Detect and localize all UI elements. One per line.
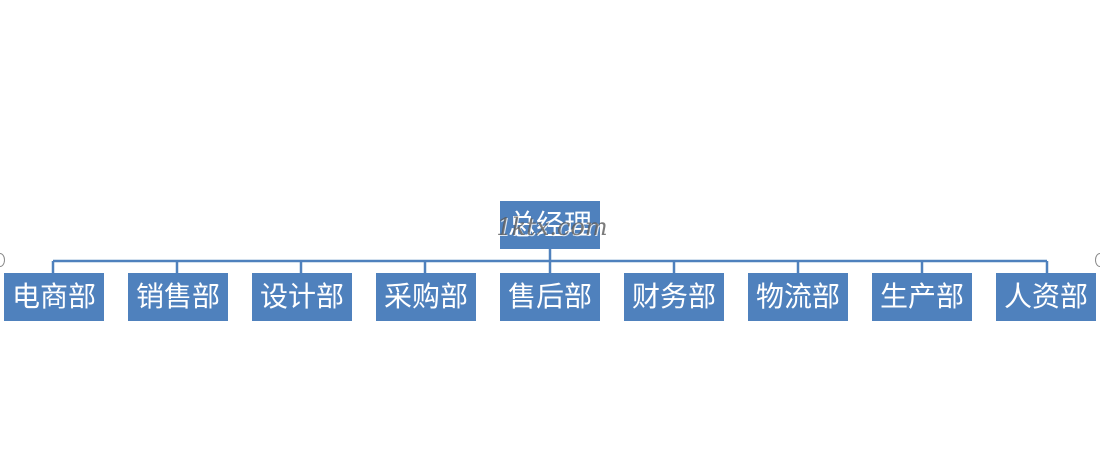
node-dept-procurement[interactable]: 采购部 bbox=[376, 273, 476, 321]
node-label: 采购部 bbox=[383, 280, 468, 313]
node-dept-hr[interactable]: 人资部 bbox=[996, 273, 1096, 321]
node-label: 电商部 bbox=[11, 280, 96, 313]
node-label: 人资部 bbox=[1003, 280, 1088, 313]
node-general-manager[interactable]: 总经理 bbox=[500, 201, 600, 249]
node-dept-sales[interactable]: 销售部 bbox=[128, 273, 228, 321]
right-resize-handle[interactable] bbox=[1095, 253, 1100, 267]
node-dept-production[interactable]: 生产部 bbox=[872, 273, 972, 321]
node-dept-ecommerce[interactable]: 电商部 bbox=[4, 273, 104, 321]
node-label: 财务部 bbox=[631, 280, 716, 313]
node-dept-design[interactable]: 设计部 bbox=[252, 273, 352, 321]
node-label: 总经理 bbox=[507, 208, 592, 241]
node-label: 售后部 bbox=[507, 280, 592, 313]
node-label: 生产部 bbox=[879, 280, 964, 313]
node-label: 物流部 bbox=[755, 280, 840, 313]
node-dept-logistics[interactable]: 物流部 bbox=[748, 273, 848, 321]
node-dept-finance[interactable]: 财务部 bbox=[624, 273, 724, 321]
node-label: 设计部 bbox=[259, 280, 344, 313]
node-label: 销售部 bbox=[135, 280, 220, 313]
node-dept-after-sales[interactable]: 售后部 bbox=[500, 273, 600, 321]
